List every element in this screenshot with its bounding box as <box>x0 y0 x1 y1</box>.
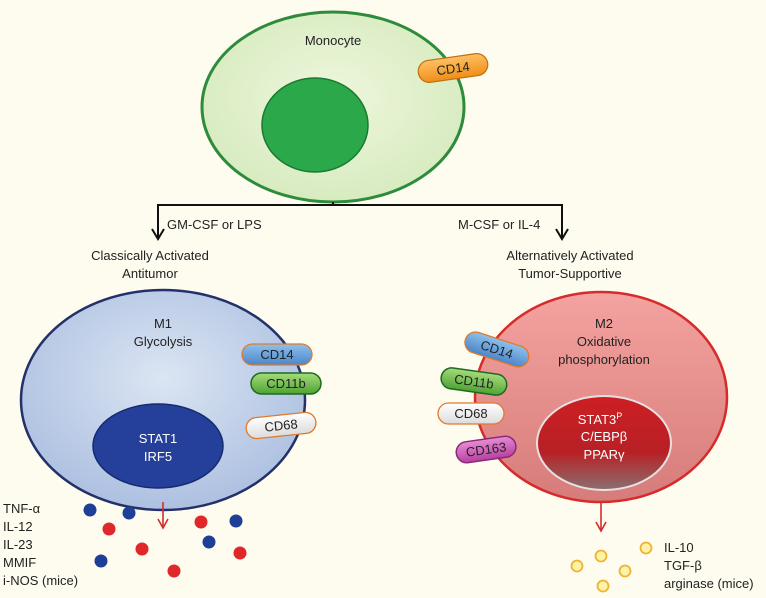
m1-cytokine-dot <box>102 522 116 536</box>
m1-macrophage-cell: M1 Glycolysis STAT1 IRF5 CD14 CD11b CD68 <box>19 288 322 512</box>
monocyte-cd14-label: CD14 <box>436 59 471 78</box>
m2-cytokine-dots <box>570 541 653 593</box>
m2-metabolism-line1: Oxidative <box>577 334 631 349</box>
m2-cd68-label: CD68 <box>454 406 487 421</box>
right-arrowhead-icon <box>555 228 569 241</box>
m2-nucleus-pparg: PPARγ <box>584 447 625 462</box>
m2-secreted-list: IL-10 TGF-β arginase (mice) <box>664 540 754 591</box>
m1-cd68-label: CD68 <box>264 416 299 434</box>
monocyte-cell: Monocyte CD14 <box>200 10 489 204</box>
m2-metabolism-line2: phosphorylation <box>558 352 650 367</box>
m1-cd11b-label: CD11b <box>266 376 306 391</box>
m2-cd68-receptor: CD68 <box>437 402 505 425</box>
m2-cd14-receptor: CD14 <box>464 331 530 368</box>
right-function-label: Tumor-Supportive <box>518 266 622 281</box>
m1-cytokine-dot <box>229 514 243 528</box>
m2-cytokine-dot <box>594 549 608 563</box>
m2-nucleus-cebpb: C/EBPβ <box>581 429 628 444</box>
m2-secreted-item: IL-10 <box>664 540 694 555</box>
monocyte-nucleus <box>261 77 369 173</box>
m2-nucleus-stat3: STAT3P <box>578 411 623 427</box>
polarization-connector <box>157 202 563 237</box>
m2-cytokine-dot <box>639 541 653 555</box>
m1-cytokine-dot <box>167 564 181 578</box>
m1-nucleus-factor-1: STAT1 <box>139 431 178 446</box>
m2-cd163-receptor: CD163 <box>455 435 517 464</box>
m1-cytokine-dot <box>135 542 149 556</box>
m1-cytokine-dots <box>83 503 247 578</box>
m1-cytokine-dot <box>233 546 247 560</box>
m2-nucleus <box>536 395 672 491</box>
m2-secretion-arrowhead-icon <box>595 521 607 533</box>
m2-cytokine-dot <box>570 559 584 573</box>
monocyte-cd14-receptor: CD14 <box>417 53 489 83</box>
m1-secreted-item: IL-12 <box>3 519 33 534</box>
m2-secreted-item: TGF-β <box>664 558 702 573</box>
m1-secreted-list: TNF-α IL-12 IL-23 MMIF i-NOS (mice) <box>3 501 78 588</box>
m2-cd163-label: CD163 <box>465 439 507 459</box>
left-arrowhead-icon <box>151 228 165 241</box>
m1-cytokine-dot <box>83 503 97 517</box>
m1-secreted-item: TNF-α <box>3 501 41 516</box>
m2-name: M2 <box>595 316 613 331</box>
m2-cytokine-dot <box>596 579 610 593</box>
right-stimulus-label: M-CSF or IL-4 <box>458 217 540 232</box>
monocyte-label: Monocyte <box>305 33 361 48</box>
m1-cd11b-receptor: CD11b <box>250 372 322 395</box>
m2-cd11b-label: CD11b <box>453 371 494 391</box>
m1-secreted-item: MMIF <box>3 555 36 570</box>
m1-metabolism: Glycolysis <box>134 334 193 349</box>
m1-secreted-item: i-NOS (mice) <box>3 573 78 588</box>
m2-cytokine-dot <box>618 564 632 578</box>
m1-cytokine-dot <box>202 535 216 549</box>
m1-name: M1 <box>154 316 172 331</box>
left-activation-label: Classically Activated <box>91 248 209 263</box>
m1-cytokine-dot <box>94 554 108 568</box>
m1-secretion-arrowhead-icon <box>157 518 169 530</box>
m2-secreted-item: arginase (mice) <box>664 576 754 591</box>
m2-cd11b-receptor: CD11b <box>440 367 508 396</box>
m1-secreted-item: IL-23 <box>3 537 33 552</box>
right-activation-label: Alternatively Activated <box>506 248 633 263</box>
branch-lines <box>157 204 563 237</box>
m1-cd14-receptor: CD14 <box>241 343 313 366</box>
m2-macrophage-cell: M2 Oxidative phosphorylation STAT3P C/EB… <box>437 290 729 504</box>
m1-cd68-receptor: CD68 <box>245 411 317 440</box>
left-function-label: Antitumor <box>122 266 178 281</box>
m1-nucleus <box>92 403 224 489</box>
m1-nucleus-factor-2: IRF5 <box>144 449 172 464</box>
m1-cytokine-dot <box>194 515 208 529</box>
m1-cd14-label: CD14 <box>260 347 293 362</box>
m1-cytokine-dot <box>122 506 136 520</box>
left-stimulus-label: GM-CSF or LPS <box>167 217 262 232</box>
